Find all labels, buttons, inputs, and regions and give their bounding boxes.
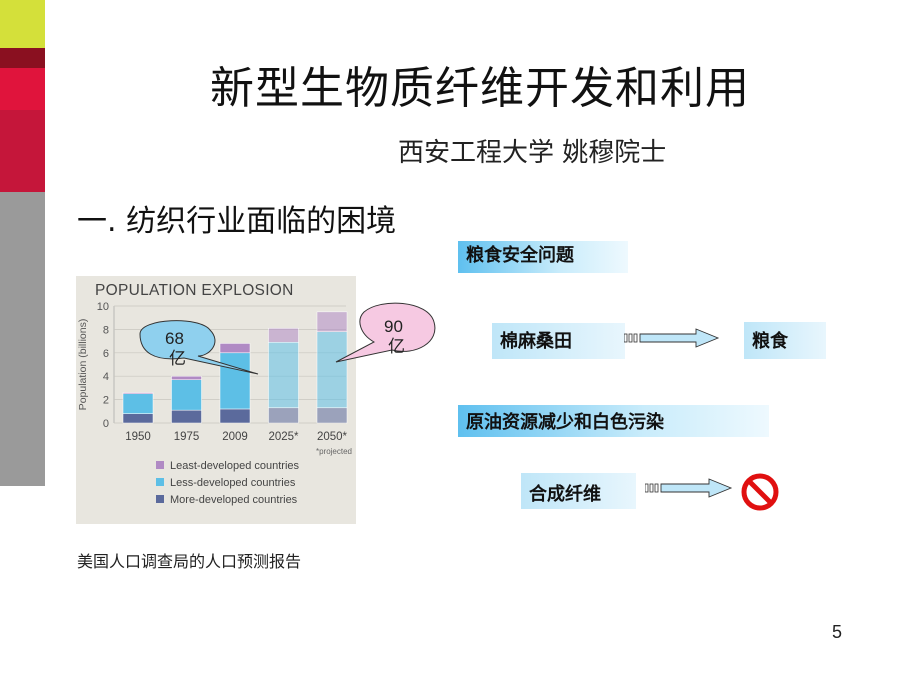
oil-pollution-label: 原油资源减少和白色污染 [458,405,769,437]
slide-subtitle: 西安工程大学 姚穆院士 [398,138,667,168]
legend-swatch [156,495,164,503]
accent-strip-gray [0,192,45,486]
bar-segment [316,331,348,409]
x-tick-label: 1950 [125,431,151,443]
bar-segment [171,375,202,380]
bar-segment [171,379,202,411]
bar-segment [268,407,299,424]
legend-swatch [156,478,164,486]
legend-label: More-developed countries [170,494,298,506]
y-tick-label: 10 [97,301,109,313]
x-tick-label: 2009 [222,431,248,443]
bubble-90-unit: 亿 [388,337,405,356]
legend-label: Less-developed countries [170,477,296,489]
chart-footnote: *projected [316,447,352,456]
grain-box: 粮食 [744,322,826,359]
bar-segment [122,392,154,395]
bar-segment [219,408,251,424]
bubble-68-number: 68 [165,329,184,348]
legend-label: Least-developed countries [170,460,300,472]
bar-segment [219,343,251,354]
arrow-to-grain [624,328,720,348]
chart-caption: 美国人口调查局的人口预测报告 [77,552,302,571]
cotton-hemp-land-box: 棉麻桑田 [492,323,625,359]
bar-segment [268,342,299,409]
accent-strip-red [0,68,45,110]
bubble-90-number: 90 [384,317,403,336]
accent-strip-yellow [0,0,45,48]
page-number: 5 [832,622,843,642]
chart-image-frame [76,276,356,524]
y-tick-label: 6 [103,348,109,360]
bar-segment [171,409,202,424]
x-tick-label: 2050* [317,431,348,443]
y-tick-label: 2 [103,395,109,407]
food-security-label: 粮食安全问题 [458,241,628,273]
legend-swatch [156,461,164,469]
y-tick-label: 4 [103,371,109,383]
arrow-to-prohibited [645,478,733,498]
accent-strip-darkred [0,48,45,68]
synthetic-fiber-box: 合成纤维 [521,473,636,509]
y-tick-label: 0 [103,418,109,430]
x-tick-label: 2025* [268,431,299,443]
accent-strip-crimson [0,110,45,192]
y-tick-label: 8 [103,324,109,336]
slide-title: 新型生物质纤维开发和利用 [210,63,750,114]
bubble-68 [139,320,259,375]
y-axis-label: Population (billions) [77,319,89,411]
bubble-68-unit: 亿 [169,349,186,368]
section-heading: 一. 纺织行业面临的困境 [77,204,397,239]
prohibited-icon [741,473,779,511]
bar-segment [122,393,154,414]
bar-segment [122,413,154,424]
bubble-90 [335,302,436,363]
chart-title: POPULATION EXPLOSION [95,282,294,299]
bar-segment [316,407,348,424]
x-tick-label: 1975 [174,431,200,443]
bar-segment [268,327,299,343]
bar-segment [316,311,348,332]
